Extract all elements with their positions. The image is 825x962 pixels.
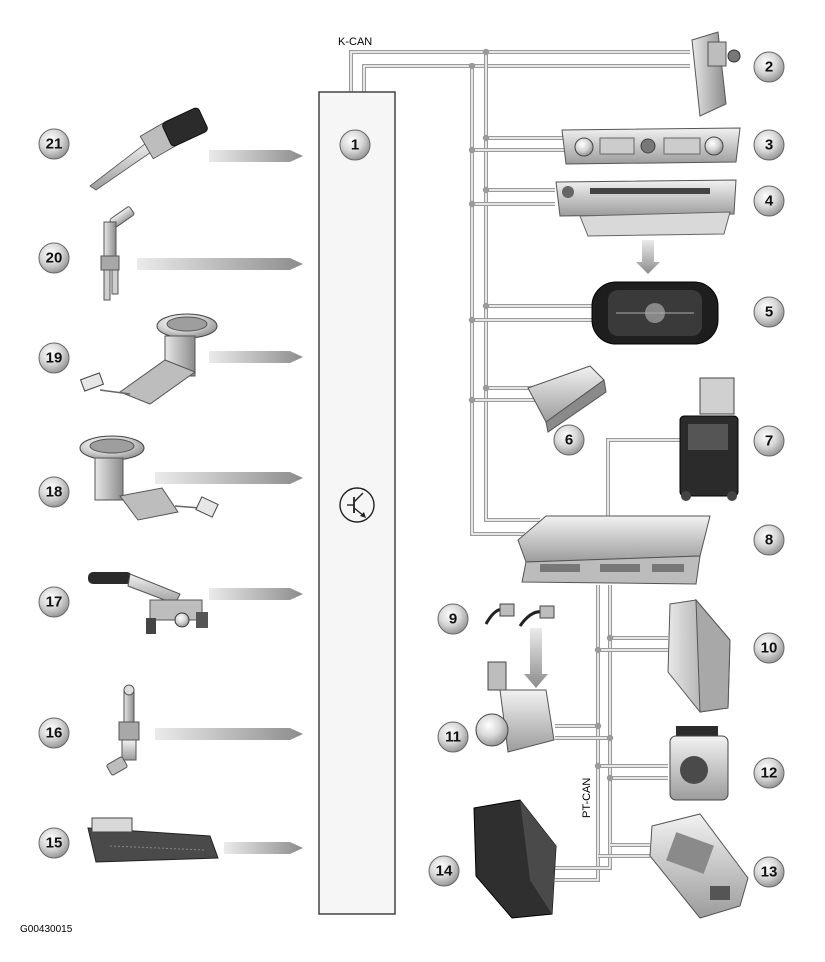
- callout-1: 1: [339, 129, 371, 161]
- svg-text:16: 16: [46, 725, 63, 742]
- svg-text:8: 8: [765, 532, 773, 549]
- fuel-level-sender-icon: [79, 435, 219, 521]
- callout-4: 4: [753, 185, 785, 217]
- control-display-icon: [591, 281, 719, 345]
- svg-text:3: 3: [765, 137, 773, 154]
- callout-17: 17: [38, 586, 70, 618]
- handbrake-lever-icon: [88, 572, 208, 634]
- control-panel-icon: [561, 127, 741, 165]
- callout-5: 5: [753, 296, 785, 328]
- callout-14: 14: [428, 855, 460, 887]
- diagnostic-line: [606, 438, 690, 518]
- head-unit-icon: [555, 179, 737, 237]
- arrow-21: [209, 150, 303, 162]
- arrow-18: [155, 472, 303, 484]
- pt-can-label: PT-CAN: [581, 778, 593, 818]
- callout-8: 8: [753, 524, 785, 556]
- input-arrows: [137, 150, 303, 854]
- relay-module-icon: [87, 817, 219, 863]
- transistor-symbol: [339, 487, 375, 523]
- arrow-17: [209, 588, 303, 600]
- callout-18: 18: [38, 476, 70, 508]
- callout-16: 16: [38, 717, 70, 749]
- svg-text:14: 14: [436, 863, 453, 880]
- callout-19: 19: [38, 342, 70, 374]
- svg-text:9: 9: [449, 611, 457, 628]
- svg-text:17: 17: [46, 594, 63, 611]
- svg-text:1: 1: [351, 137, 359, 154]
- control-unit-14-icon: [473, 799, 557, 919]
- callout-15: 15: [38, 827, 70, 859]
- svg-text:4: 4: [765, 193, 774, 210]
- arrow-20: [137, 258, 303, 270]
- k-can-label: K-CAN: [338, 36, 372, 48]
- svg-text:7: 7: [765, 433, 773, 450]
- callout-2: 2: [753, 51, 785, 83]
- display-module-icon: [691, 31, 741, 117]
- arrow-19: [209, 351, 303, 363]
- svg-text:5: 5: [765, 304, 773, 321]
- svg-text:11: 11: [445, 729, 461, 746]
- svg-text:2: 2: [765, 59, 773, 76]
- control-unit-12-icon: [669, 726, 729, 801]
- svg-text:15: 15: [46, 835, 63, 852]
- svg-text:6: 6: [565, 432, 573, 449]
- svg-text:18: 18: [46, 484, 63, 501]
- callout-6: 6: [553, 424, 585, 456]
- rear-module-icon: [527, 365, 607, 433]
- svg-text:13: 13: [761, 864, 778, 881]
- callout-3: 3: [753, 129, 785, 161]
- callout-10: 10: [753, 632, 785, 664]
- callout-20: 20: [38, 242, 70, 274]
- svg-text:19: 19: [46, 350, 63, 367]
- connector-plug-icon: [484, 603, 555, 627]
- svg-text:20: 20: [46, 250, 63, 267]
- figure-code: G00430015: [20, 924, 73, 935]
- callout-12: 12: [753, 757, 785, 789]
- gateway-module-icon: [517, 515, 711, 585]
- control-unit-13-icon: [649, 813, 749, 919]
- callout-7: 7: [753, 425, 785, 457]
- callout-13: 13: [753, 856, 785, 888]
- dsc-unit-icon: [475, 661, 555, 753]
- arrow-15: [224, 842, 303, 854]
- fuel-pump-unit-icon: [79, 313, 218, 405]
- svg-text:12: 12: [761, 765, 778, 782]
- callouts: 1 2 3 4 5 6 7 8 9 10 11 12 13 14 15 16 1…: [38, 51, 785, 888]
- k-can-bus: [349, 48, 690, 536]
- arrow-connector-dsc: [524, 628, 548, 688]
- svg-text:10: 10: [761, 640, 778, 657]
- callout-11: 11: [437, 721, 469, 753]
- svg-text:21: 21: [46, 136, 63, 153]
- pt-can-bus: [555, 585, 668, 882]
- level-sensor-icon: [100, 206, 135, 301]
- callout-21: 21: [38, 128, 70, 160]
- arrow-head-unit-display: [636, 240, 660, 274]
- battery-sensor-icon: [106, 684, 140, 776]
- diagnostic-tester-icon: [679, 377, 739, 501]
- temperature-sensor-icon: [89, 107, 208, 191]
- arrow-16: [155, 728, 303, 740]
- control-unit-10-icon: [667, 598, 731, 713]
- callout-9: 9: [437, 603, 469, 635]
- main-control-module: [318, 91, 396, 915]
